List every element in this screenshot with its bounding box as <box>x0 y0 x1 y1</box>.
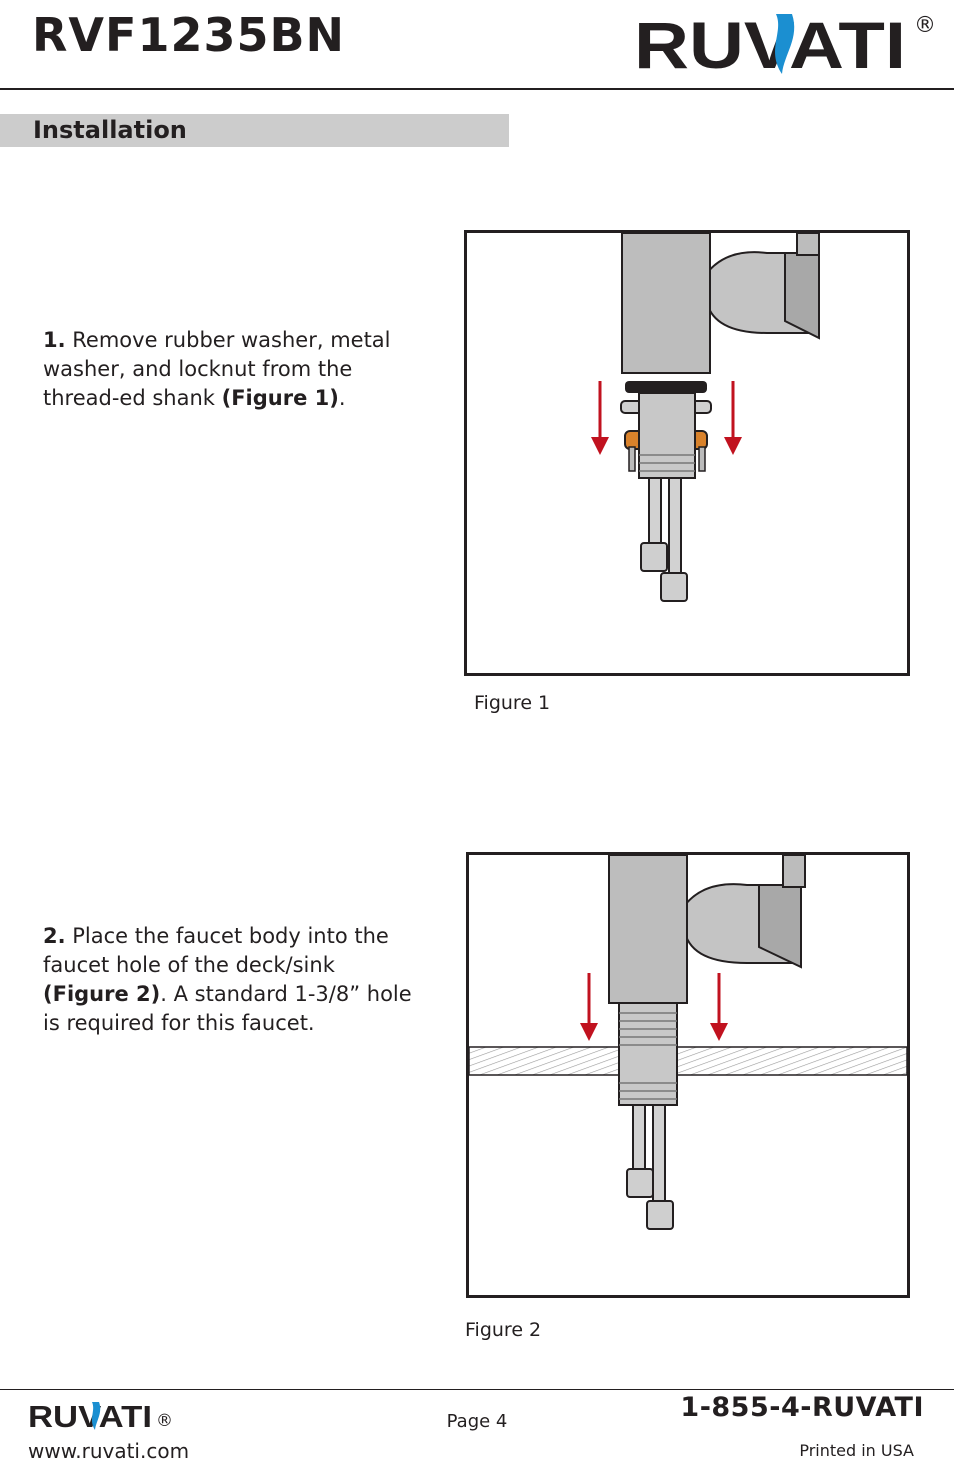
down-arrow-icon <box>580 973 598 1041</box>
figure-1-illustration <box>591 233 820 602</box>
footer-divider <box>0 1389 954 1390</box>
footer-logo-registered-mark: ® <box>156 1411 173 1431</box>
page-number: Page 4 <box>446 1411 508 1432</box>
figure-1-frame <box>464 230 910 676</box>
website-link[interactable]: www.ruvati.com <box>28 1439 190 1463</box>
step-2-number: 2. <box>43 924 66 948</box>
down-arrow-icon <box>591 381 609 455</box>
ruvati-logo: RUVATI ® <box>634 8 936 76</box>
footer-logo-wordmark: RUVATI <box>28 1399 152 1431</box>
header-divider <box>0 88 954 90</box>
step-1-end: . <box>338 386 346 410</box>
step-2-end: . A standard 1-3/8” hole is required for… <box>43 982 412 1035</box>
step-1-number: 1. <box>43 328 66 352</box>
model-number: RVF1235BN <box>32 8 346 62</box>
step-1-body: Remove rubber washer, metal washer, and … <box>43 328 391 410</box>
figure-2-frame <box>466 852 910 1298</box>
step-2-text: 2. Place the faucet body into the faucet… <box>43 922 423 1038</box>
logo-wave-icon <box>775 14 795 74</box>
step-1-figure-ref: (Figure 1) <box>221 386 339 410</box>
footer-logo-wave-icon <box>92 1402 101 1430</box>
figure-1-caption: Figure 1 <box>474 692 551 714</box>
logo-registered-mark: ® <box>914 13 936 38</box>
section-bar <box>0 114 509 147</box>
down-arrow-icon <box>724 381 742 455</box>
down-arrow-icon <box>710 973 728 1041</box>
step-2-figure-ref: (Figure 2) <box>43 982 161 1006</box>
section-title: Installation <box>33 116 187 144</box>
footer-ruvati-logo: RUVATI ® <box>28 1399 173 1431</box>
figure-2-caption: Figure 2 <box>465 1319 542 1341</box>
phone-number: 1-855-4-RUVATI <box>680 1392 924 1423</box>
printed-in-label: Printed in USA <box>799 1441 914 1460</box>
logo-wordmark: RUVATI <box>634 8 906 76</box>
step-1-text: 1. Remove rubber washer, metal washer, a… <box>43 326 423 413</box>
step-2-body: Place the faucet body into the faucet ho… <box>43 924 389 977</box>
figure-2-illustration <box>469 855 907 1230</box>
